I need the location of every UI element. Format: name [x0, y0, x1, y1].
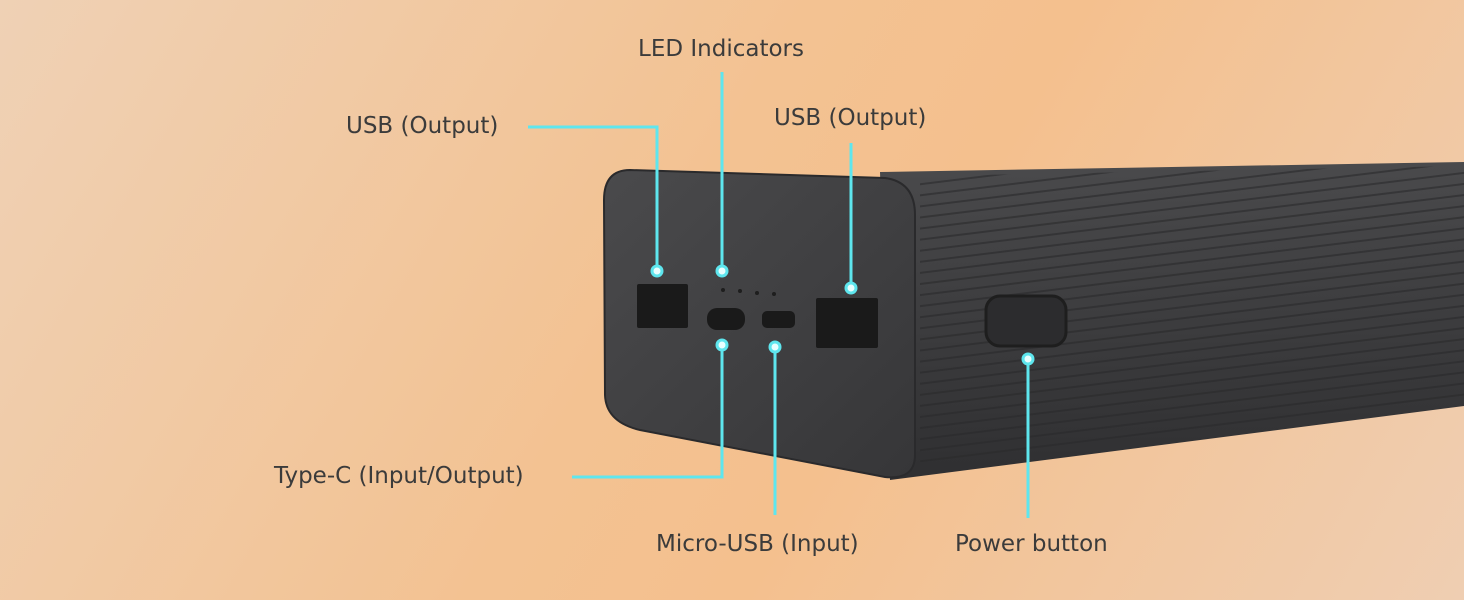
- label-led-indicators: LED Indicators: [638, 36, 804, 62]
- led-indicators: [721, 288, 776, 296]
- power-button: [984, 294, 1068, 348]
- usb-port-right: [816, 298, 878, 348]
- usb-port-left: [637, 284, 688, 328]
- callout-dots: [650, 264, 1035, 366]
- label-micro-usb: Micro-USB (Input): [656, 531, 859, 557]
- device-front: [602, 168, 916, 479]
- usb-c-port: [707, 308, 745, 330]
- label-usb-output-left: USB (Output): [346, 113, 499, 139]
- callout-lines: [528, 72, 1030, 518]
- label-usb-output-right: USB (Output): [774, 105, 927, 131]
- label-type-c: Type-C (Input/Output): [274, 463, 524, 489]
- micro-usb-port: [762, 311, 795, 328]
- label-power-button: Power button: [955, 531, 1108, 557]
